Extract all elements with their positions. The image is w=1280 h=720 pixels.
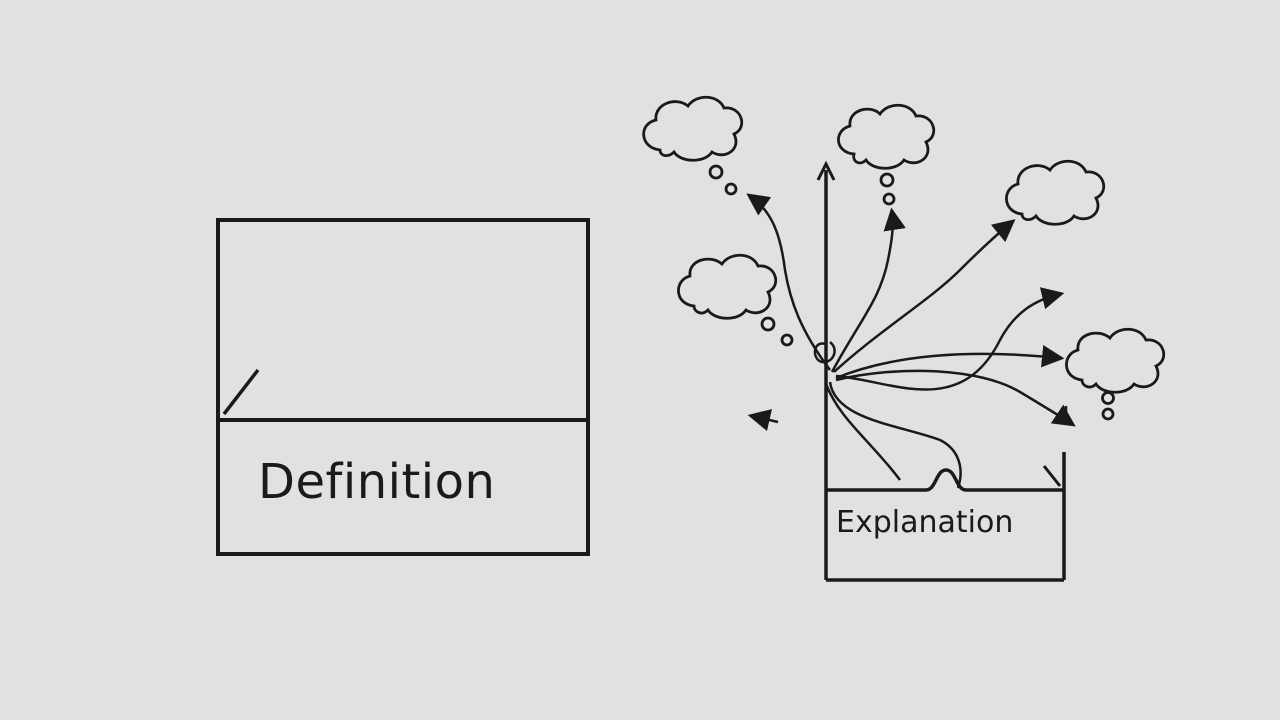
thought-cloud-top-left <box>642 95 744 196</box>
arrow-to-right-mid <box>835 287 1065 391</box>
branching-arrows <box>746 193 1076 489</box>
explanation-corner-tick <box>1042 465 1062 487</box>
vertical-axis-arrow-icon <box>816 160 836 181</box>
thought-cloud-left-middle <box>677 253 794 347</box>
curve-inner <box>824 383 901 481</box>
arrow-to-lower-right <box>835 369 1076 427</box>
definition-label: Definition <box>258 454 496 510</box>
definition-box <box>216 218 590 556</box>
thought-cloud-right-lower <box>1065 327 1166 421</box>
curve-to-explanation <box>828 381 962 489</box>
thought-cloud-top-center <box>837 103 936 206</box>
arrow-to-top-left-cloud <box>746 193 832 371</box>
explanation-box <box>816 160 1066 582</box>
stray-arrow-icon <box>747 409 779 432</box>
definition-corner-arrow-icon <box>222 368 260 416</box>
explanation-label: Explanation <box>836 505 1014 540</box>
arrow-to-right-upper-cloud <box>833 219 1016 373</box>
arrow-to-top-center-cloud <box>830 207 906 373</box>
origin-loop <box>813 341 836 364</box>
definition-box-outline <box>216 218 590 556</box>
thought-cloud-right-upper <box>1005 159 1106 226</box>
arrow-to-right-lower-cloud <box>835 345 1065 380</box>
explanation-box-top <box>826 468 1064 492</box>
